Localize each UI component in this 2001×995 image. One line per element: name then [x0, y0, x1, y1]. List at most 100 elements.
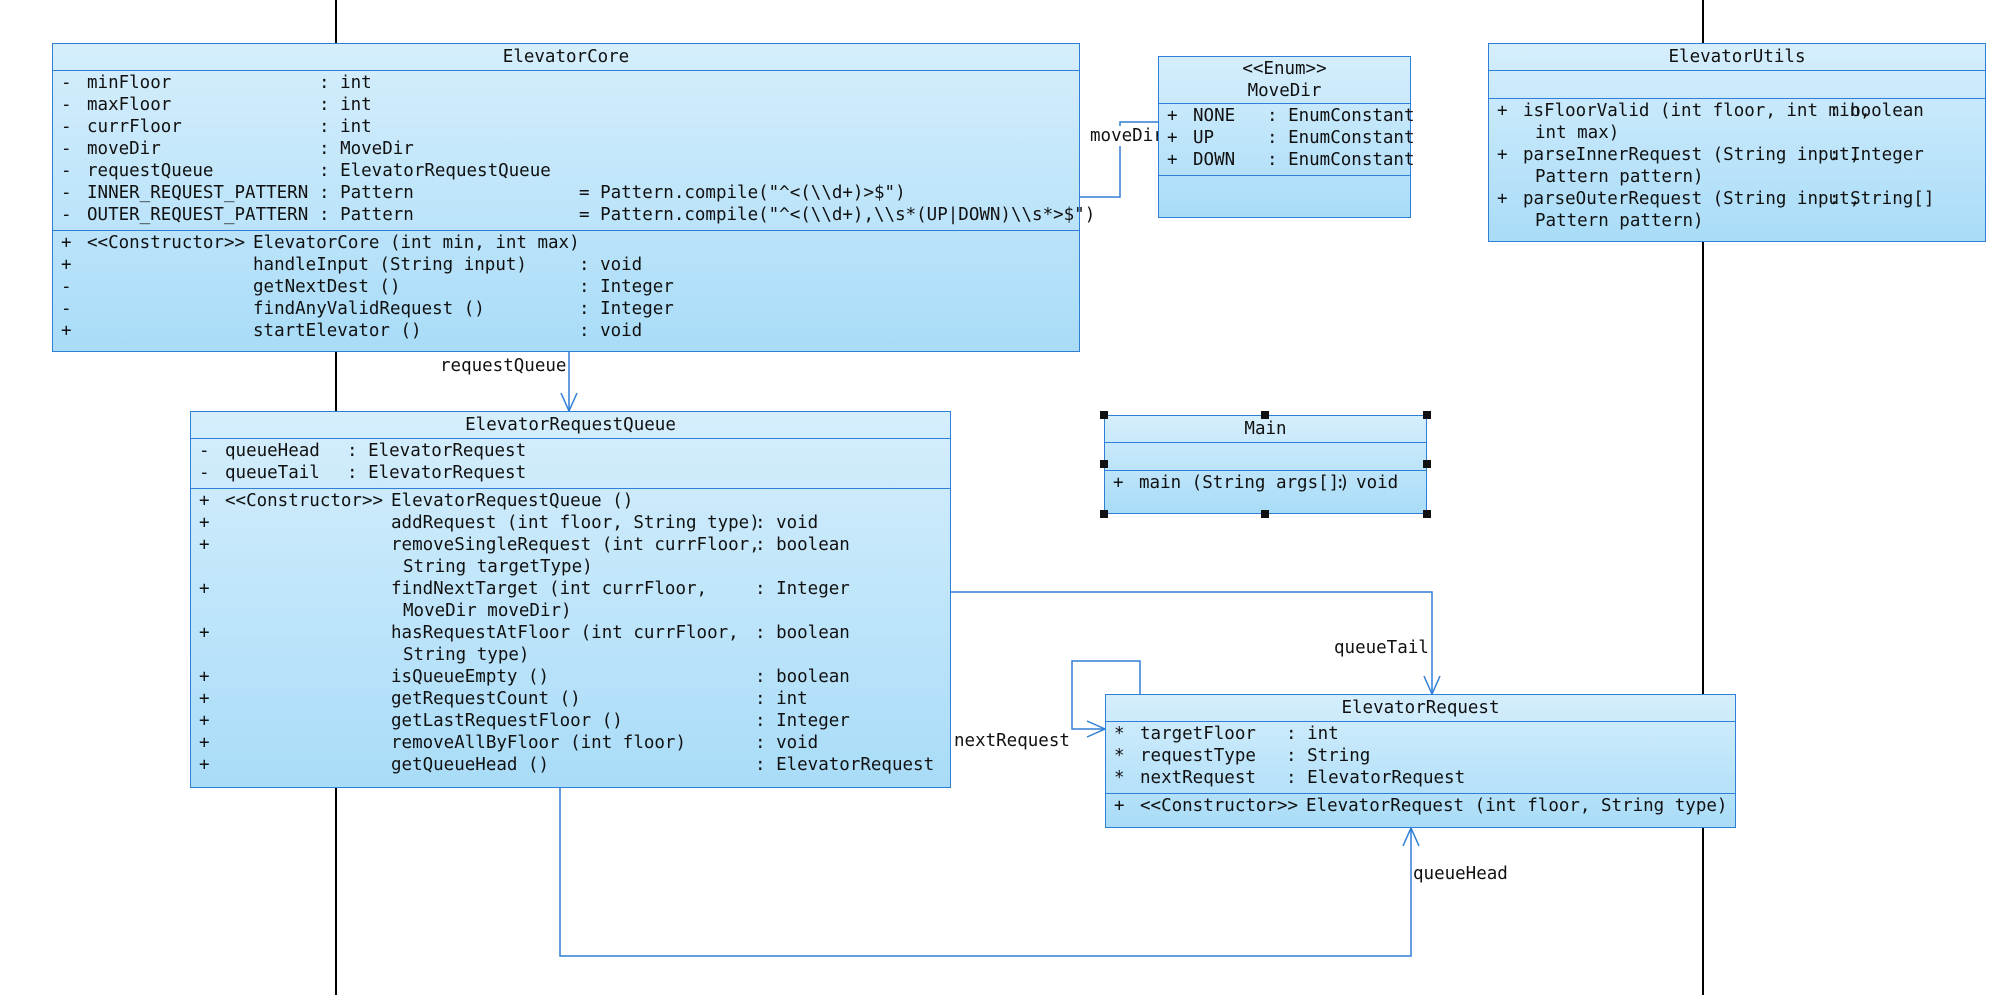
operation-row[interactable]: +removeSingleRequest (int currFloor,: bo… [191, 535, 950, 557]
assoc-label-queuetail: queueTail [1334, 638, 1429, 658]
member-vis: - [61, 161, 72, 181]
operation-row-continuation: Pattern pattern) [1489, 167, 1985, 189]
member-vis: - [199, 441, 210, 461]
class-elevator-request-queue[interactable]: ElevatorRequestQueue -queueHead: Elevato… [190, 411, 951, 788]
member-name: requestQueue [87, 161, 214, 181]
member-name: ElevatorRequestQueue () [391, 491, 634, 511]
member-vis: + [199, 491, 210, 511]
attribute-row[interactable]: *nextRequest: ElevatorRequest [1106, 768, 1735, 790]
attribute-row[interactable]: -minFloor: int [53, 73, 1079, 95]
member-name: findAnyValidRequest () [253, 299, 485, 319]
member-init: = Pattern.compile("^<(\\d+)>$") [579, 183, 906, 203]
member-ret: : boolean [755, 623, 850, 643]
operation-row[interactable]: +addRequest (int floor, String type): vo… [191, 513, 950, 535]
class-name: Main [1105, 416, 1426, 443]
member-name: queueHead [225, 441, 320, 461]
member-vis: * [1114, 724, 1125, 744]
selection-handle-bl[interactable] [1100, 510, 1108, 518]
member-type: : ElevatorRequest [1286, 768, 1466, 788]
selection-handle-tl[interactable] [1100, 411, 1108, 419]
member-type: : ElevatorRequest [347, 441, 527, 461]
member-name: getNextDest () [253, 277, 401, 297]
operation-row[interactable]: -getNextDest (): Integer [53, 277, 1079, 299]
enum-constant-row[interactable]: +NONE: EnumConstant [1159, 106, 1415, 128]
operation-row[interactable]: +getLastRequestFloor (): Integer [191, 711, 950, 733]
member-name: main (String args[]) [1139, 473, 1350, 493]
member-vis: + [61, 233, 72, 253]
operation-row[interactable]: +removeAllByFloor (int floor): void [191, 733, 950, 755]
member-cont: int max) [1535, 123, 1620, 143]
member-vis: + [61, 255, 72, 275]
operation-row[interactable]: +main (String args[]): void [1105, 473, 1426, 495]
operation-row[interactable]: +getQueueHead (): ElevatorRequest [191, 755, 950, 777]
member-stereo: <<Constructor>> [225, 491, 384, 511]
selection-handle-br[interactable] [1423, 510, 1431, 518]
attribute-row[interactable]: -maxFloor: int [53, 95, 1079, 117]
operation-row[interactable]: +isQueueEmpty (): boolean [191, 667, 950, 689]
attribute-row[interactable]: -INNER_REQUEST_PATTERN : Pattern = Pattern… [53, 183, 1079, 205]
class-elevator-utils[interactable]: ElevatorUtils +isFloorValid (int floor, … [1488, 43, 1986, 242]
operation-row[interactable]: + <<Constructor>> ElevatorRequestQueue () [191, 491, 950, 513]
member-vis: + [199, 755, 210, 775]
attributes-section [1489, 71, 1985, 99]
member-ret: : int [755, 689, 808, 709]
member-vis: - [61, 117, 72, 137]
class-elevator-request[interactable]: ElevatorRequest *targetFloor: int* reques… [1105, 694, 1736, 828]
attributes-section: -minFloor: int-maxFloor: int-currFloor: … [53, 71, 1095, 231]
member-type: : int [319, 73, 372, 93]
assoc-line-movedir [1079, 121, 1158, 198]
enum-constant-row[interactable]: +UP: EnumConstant [1159, 128, 1415, 150]
attribute-row[interactable]: -requestQueue: ElevatorRequestQueue [53, 161, 1079, 183]
operation-row[interactable]: +<<Constructor>>ElevatorCore (int min, i… [53, 233, 1079, 255]
operation-row[interactable]: +hasRequestAtFloor (int currFloor,: bool… [191, 623, 950, 645]
operation-row[interactable]: +<<Constructor>>ElevatorRequest (int flo… [1106, 796, 1735, 818]
member-name: requestType [1140, 746, 1256, 766]
assoc-label-nextrequest: nextRequest [954, 731, 1070, 751]
operation-row-continuation: MoveDir moveDir) [191, 601, 950, 623]
selection-handle-ml[interactable] [1100, 460, 1108, 468]
member-type: : EnumConstant [1267, 106, 1415, 126]
attribute-row[interactable]: *requestType: String [1106, 746, 1735, 768]
member-name: hasRequestAtFloor (int currFloor, [391, 623, 739, 643]
member-vis: - [61, 95, 72, 115]
member-type: : String [1286, 746, 1371, 766]
class-main[interactable]: Main +main (String args[]): void [1104, 415, 1427, 514]
attribute-row[interactable]: -OUTER_REQUEST_PATTERN: Pattern= Pattern… [53, 205, 1095, 227]
operation-row[interactable]: +findNextTarget (int currFloor,: Integer [191, 579, 950, 601]
member-ret: : Integer [579, 299, 674, 319]
member-name: queueTail [225, 463, 320, 483]
assoc-label-queuehead: queueHead [1413, 864, 1508, 884]
attributes-section: +NONE: EnumConstant+UP: EnumConstant+DOW… [1159, 104, 1415, 176]
class-move-dir[interactable]: <<Enum>> MoveDir +NONE: EnumConstant+UP:… [1158, 56, 1415, 218]
operation-row[interactable]: +parseInnerRequest (String input,: Integ… [1489, 145, 1985, 167]
operation-row[interactable]: +startElevator (): void [53, 321, 1079, 343]
attribute-row[interactable]: -currFloor: int [53, 117, 1079, 139]
member-vis: + [199, 579, 210, 599]
class-name: ElevatorRequest [1106, 695, 1735, 722]
member-ret: : ElevatorRequest [755, 755, 935, 775]
selection-handle-bm[interactable] [1261, 510, 1269, 518]
operation-row[interactable]: +parseOuterRequest (String input,: Strin… [1489, 189, 1985, 211]
operation-row[interactable]: -findAnyValidRequest (): Integer [53, 299, 1079, 321]
member-name: INNER_REQUEST_PATTERN [87, 183, 309, 203]
selection-handle-tm[interactable] [1261, 411, 1269, 419]
operation-row-continuation: String type) [191, 645, 950, 667]
member-vis: - [61, 183, 72, 203]
member-vis: + [199, 667, 210, 687]
attribute-row[interactable]: -moveDir: MoveDir [53, 139, 1079, 161]
enum-constant-row[interactable]: +DOWN: EnumConstant [1159, 150, 1415, 172]
attribute-row[interactable]: *targetFloor: int [1106, 724, 1735, 746]
class-elevator-core[interactable]: ElevatorCore -minFloor: int-maxFloor: in… [52, 43, 1095, 352]
operation-row-continuation: int max) [1489, 123, 1985, 145]
member-vis: + [1113, 473, 1124, 493]
class-name: MoveDir [1247, 81, 1322, 101]
member-vis: + [1497, 101, 1508, 121]
operation-row[interactable]: +handleInput (String input): void [53, 255, 1079, 277]
attribute-row[interactable]: -queueHead : ElevatorRequest [191, 441, 950, 463]
selection-handle-tr[interactable] [1423, 411, 1431, 419]
selection-handle-mr[interactable] [1423, 460, 1431, 468]
attribute-row[interactable]: -queueTail: ElevatorRequest [191, 463, 950, 485]
operation-row[interactable]: +isFloorValid (int floor, int min,: bool… [1489, 101, 1985, 123]
operation-row[interactable]: +getRequestCount (): int [191, 689, 950, 711]
member-type: : Pattern [319, 183, 414, 203]
